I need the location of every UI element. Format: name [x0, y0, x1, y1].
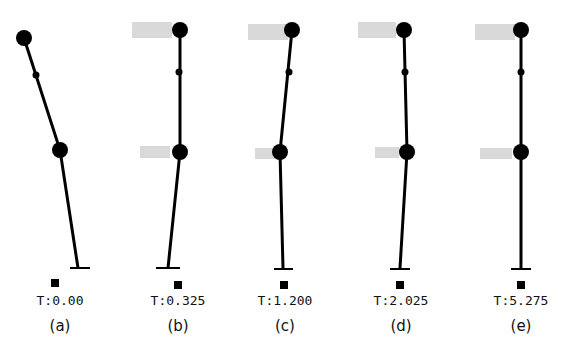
time-label: T:0.00: [37, 294, 84, 307]
time-label: T:2.025: [374, 294, 429, 307]
time-label: T:0.325: [151, 294, 206, 307]
blurred-marks: [132, 22, 515, 159]
target-squares: [51, 279, 525, 289]
panel-letter: (c): [275, 319, 295, 334]
joint-balls: [16, 22, 529, 160]
foot-bars: [70, 268, 531, 269]
panel-letter: (d): [390, 319, 411, 334]
panel-letter: (a): [50, 319, 71, 334]
time-label: T:5.275: [494, 294, 549, 307]
panel-letter: (b): [167, 319, 188, 334]
link-lines: [24, 30, 521, 268]
time-label: T:1.200: [258, 294, 313, 307]
panel-letter: (e): [511, 319, 532, 334]
